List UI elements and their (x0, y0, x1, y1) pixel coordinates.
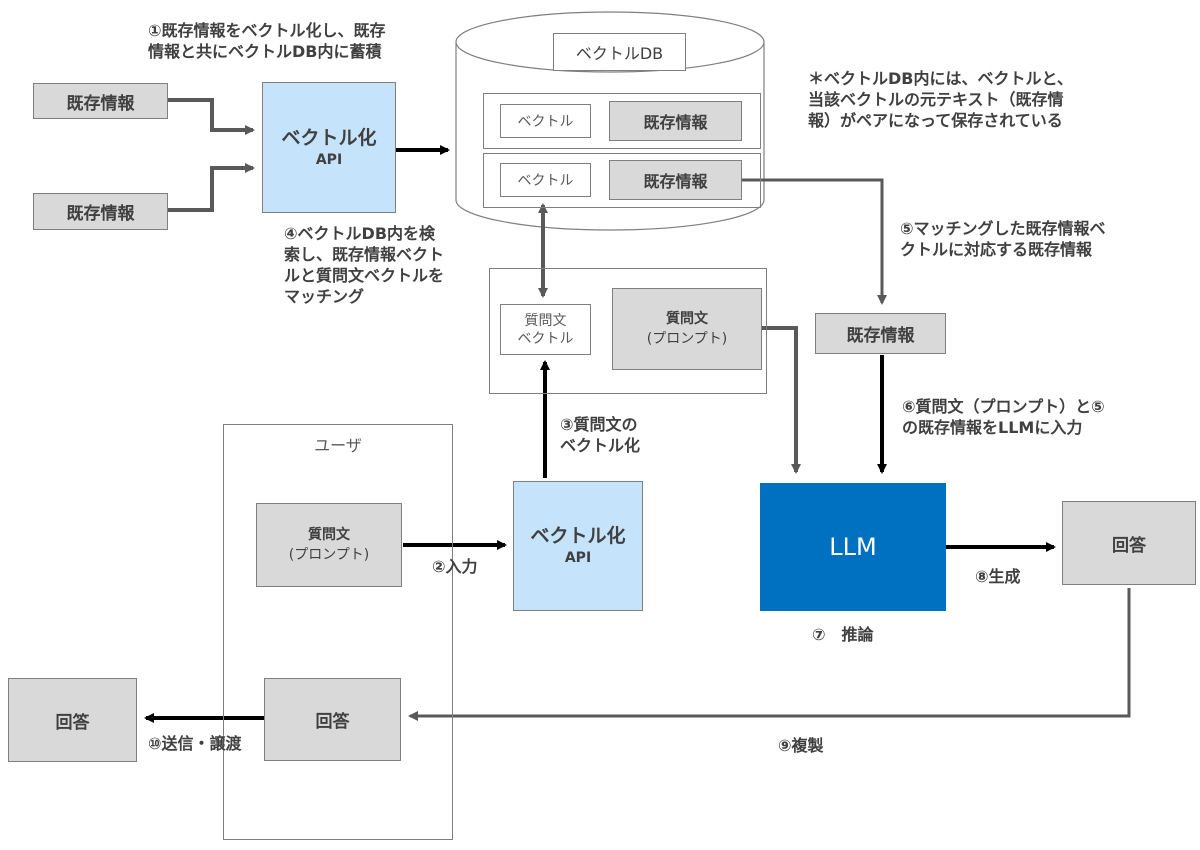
prompt-user-line1: 質問文 (308, 527, 350, 543)
note-label: ＊ベクトルDB内には、ベクトルと、 当該ベクトルの元テキスト（既存情 報）がペア… (808, 69, 1073, 130)
prompt-top-line2: (プロンプト) (646, 331, 728, 347)
arrow-db-to-matched (742, 178, 887, 305)
prompt-user-line2: (プロンプト) (288, 547, 370, 563)
step5-label: ⑤マッチングした既存情報ベ クトルに対応する既存情報 (900, 219, 1106, 259)
step10-label: ⑩送信・譲渡 (148, 734, 242, 753)
existing-info-input-2: 既存情報 (33, 193, 168, 230)
answer-user-box: 回答 (264, 678, 401, 761)
step9-label: ⑨複製 (778, 736, 824, 755)
vector-api-bottom-sub: API (564, 550, 592, 566)
step7-label: ⑦ 推論 (812, 625, 874, 644)
prompt-top-box: 質問文 (プロンプト) (612, 288, 762, 370)
db-row-1 (483, 93, 761, 149)
step8-label: ⑧生成 (975, 567, 1021, 586)
answer-right-box: 回答 (1062, 501, 1196, 585)
step3-label: ③質問文の ベクトル化 (560, 415, 641, 455)
db-row2-existing-info: 既存情報 (609, 160, 742, 200)
vector-api-bottom-title: ベクトル化 (530, 525, 626, 547)
vector-db-title: ベクトルDB (553, 33, 686, 71)
vector-api-bottom: ベクトル化 API (513, 481, 643, 611)
db-row-2 (483, 153, 761, 208)
query-group-frame (489, 268, 767, 394)
db-row1-existing-info: 既存情報 (609, 101, 742, 141)
existing-info-input-1: 既存情報 (33, 83, 168, 119)
arrow-answer-copy (408, 588, 1131, 721)
arrow-info2-to-api (168, 163, 255, 212)
llm-box: LLM (760, 483, 946, 611)
vector-api-top-title: ベクトル化 (281, 126, 377, 149)
step4-label: ④ベクトルDB内を検 索し、既存情報ベクト ルと質問文ベクトルを マッチング (284, 224, 445, 306)
vector-api-top-sub: API (315, 151, 343, 168)
user-frame (223, 424, 453, 840)
query-vector-line1: 質問文 (524, 312, 567, 329)
db-row1-vector: ベクトル (500, 104, 591, 138)
user-title: ユーザ (314, 436, 362, 455)
matched-existing-info: 既存情報 (815, 313, 946, 354)
query-vector-box: 質問文 ベクトル (500, 304, 591, 355)
prompt-top-line1: 質問文 (666, 311, 708, 327)
step2-label: ②入力 (432, 557, 478, 576)
answer-left-box: 回答 (8, 678, 137, 762)
step1-label: ①既存情報をベクトル化し、既存 情報と共にベクトルDB内に蓄積 (148, 21, 386, 61)
step6-label: ⑥質問文（プロンプト）と⑤ の既存情報をLLMに入力 (902, 397, 1105, 437)
arrow-info1-to-api (168, 98, 255, 135)
prompt-user-box: 質問文 (プロンプト) (256, 503, 402, 587)
db-row2-vector: ベクトル (500, 163, 591, 197)
vector-api-top: ベクトル化 API (262, 82, 396, 213)
arrow-prompt-to-llm (762, 326, 801, 474)
query-vector-line2: ベクトル (517, 330, 574, 347)
